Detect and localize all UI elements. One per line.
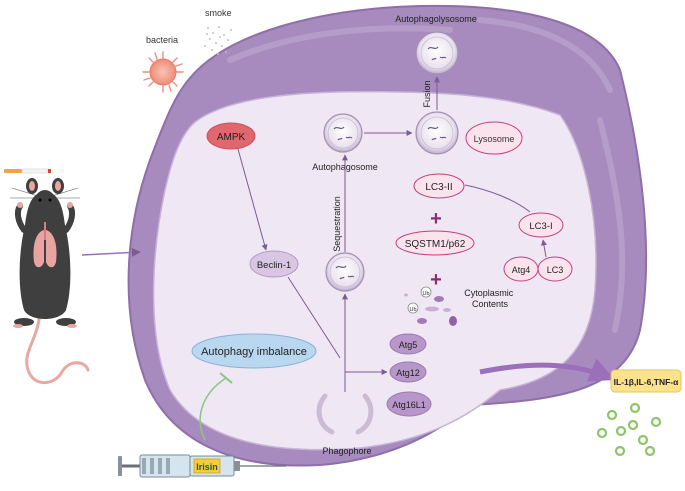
irisin-label: Irisin	[196, 462, 218, 472]
atg12-node: Atg12	[389, 361, 427, 383]
cytoplasmic-contents-icon: Ub Ub	[404, 286, 457, 326]
cell	[127, 4, 648, 467]
phagophore-shape	[316, 393, 374, 435]
lungs-icon	[33, 222, 57, 268]
atg4-node: Atg4	[503, 256, 539, 282]
atg5-label: Atg5	[399, 340, 418, 350]
arrow-beclin-down	[287, 276, 341, 359]
bacteria-icon	[142, 51, 184, 93]
cytokine-release-arrow	[479, 358, 615, 382]
sqstm1-label: SQSTM1/p62	[405, 239, 466, 250]
ampk-label: AMPK	[217, 132, 246, 143]
sqstm1-node: SQSTM1/p62	[395, 230, 475, 256]
smoke-label: smoke	[205, 8, 232, 18]
mouse-to-cell-arrow	[81, 247, 141, 257]
autophagy-imbalance-node: Autophagy imbalance	[191, 333, 317, 369]
bacteria-label: bacteria	[146, 35, 178, 45]
smoke-icon	[204, 26, 232, 55]
atg12-label: Atg12	[396, 368, 420, 378]
cytoplasmic-contents-line1: Cytoplasmic	[464, 288, 514, 298]
phagophore-label: Phagophore	[322, 446, 371, 456]
autophagy-imbalance-label: Autophagy imbalance	[201, 346, 307, 358]
lysosome-node: Lysosome	[465, 121, 523, 155]
atg16l1-node: Atg16L1	[386, 391, 432, 417]
lc3-i-label: LC3-I	[529, 221, 552, 232]
cytokine-box: IL-1β,IL-6,TNF-α	[610, 369, 682, 393]
lysosome-vesicle	[415, 111, 459, 155]
cytoplasmic-contents-label: Cytoplasmic Contents	[464, 288, 516, 309]
lc3-node: LC3	[537, 256, 573, 282]
inhibition-line	[199, 377, 227, 441]
cigarette-icon	[4, 168, 51, 174]
autophagolysosome-vesicle	[415, 31, 459, 75]
ampk-node: AMPK	[206, 122, 256, 150]
line-lc3ii-lc3i	[464, 184, 531, 213]
arrow-lc3-to-lc3i	[540, 239, 547, 258]
ub-label-2: Ub	[409, 307, 416, 313]
plus-sign-1: +	[430, 208, 442, 230]
autophagolysosome-label: Autophagolysosome	[395, 14, 477, 24]
mouse-icon	[4, 168, 90, 385]
arrow-ampk-beclin	[237, 148, 268, 251]
cytoplasmic-contents-line2: Contents	[472, 299, 509, 309]
lc3-label: LC3	[547, 265, 564, 275]
cytokine-label: IL-1β,IL-6,TNF-α	[614, 377, 679, 387]
plus-sign-2: +	[430, 269, 442, 291]
pathway-arrows	[237, 76, 547, 392]
cytokine-particles-icon	[596, 402, 662, 457]
lc3-ii-node: LC3-II	[413, 173, 465, 199]
atg5-node: Atg5	[389, 333, 427, 355]
atg4-label: Atg4	[512, 265, 531, 275]
beclin1-node: Beclin-1	[249, 250, 299, 278]
beclin1-label: Beclin-1	[257, 260, 291, 271]
autophagosome-vesicle	[323, 113, 363, 153]
atg16l1-label: Atg16L1	[392, 400, 426, 410]
sequestration-label: Sequestration	[332, 196, 342, 252]
inhibition-bar	[219, 372, 233, 384]
ub-label-1: Ub	[422, 291, 429, 297]
vesicle-lower	[325, 252, 365, 292]
lc3-ii-label: LC3-II	[425, 182, 452, 193]
lc3-i-node: LC3-I	[518, 212, 564, 238]
lysosome-label: Lysosome	[474, 134, 515, 144]
fusion-label: Fusion	[422, 80, 432, 107]
cell-membrane-texture	[227, 17, 626, 333]
syringe-icon: Irisin	[118, 454, 286, 478]
